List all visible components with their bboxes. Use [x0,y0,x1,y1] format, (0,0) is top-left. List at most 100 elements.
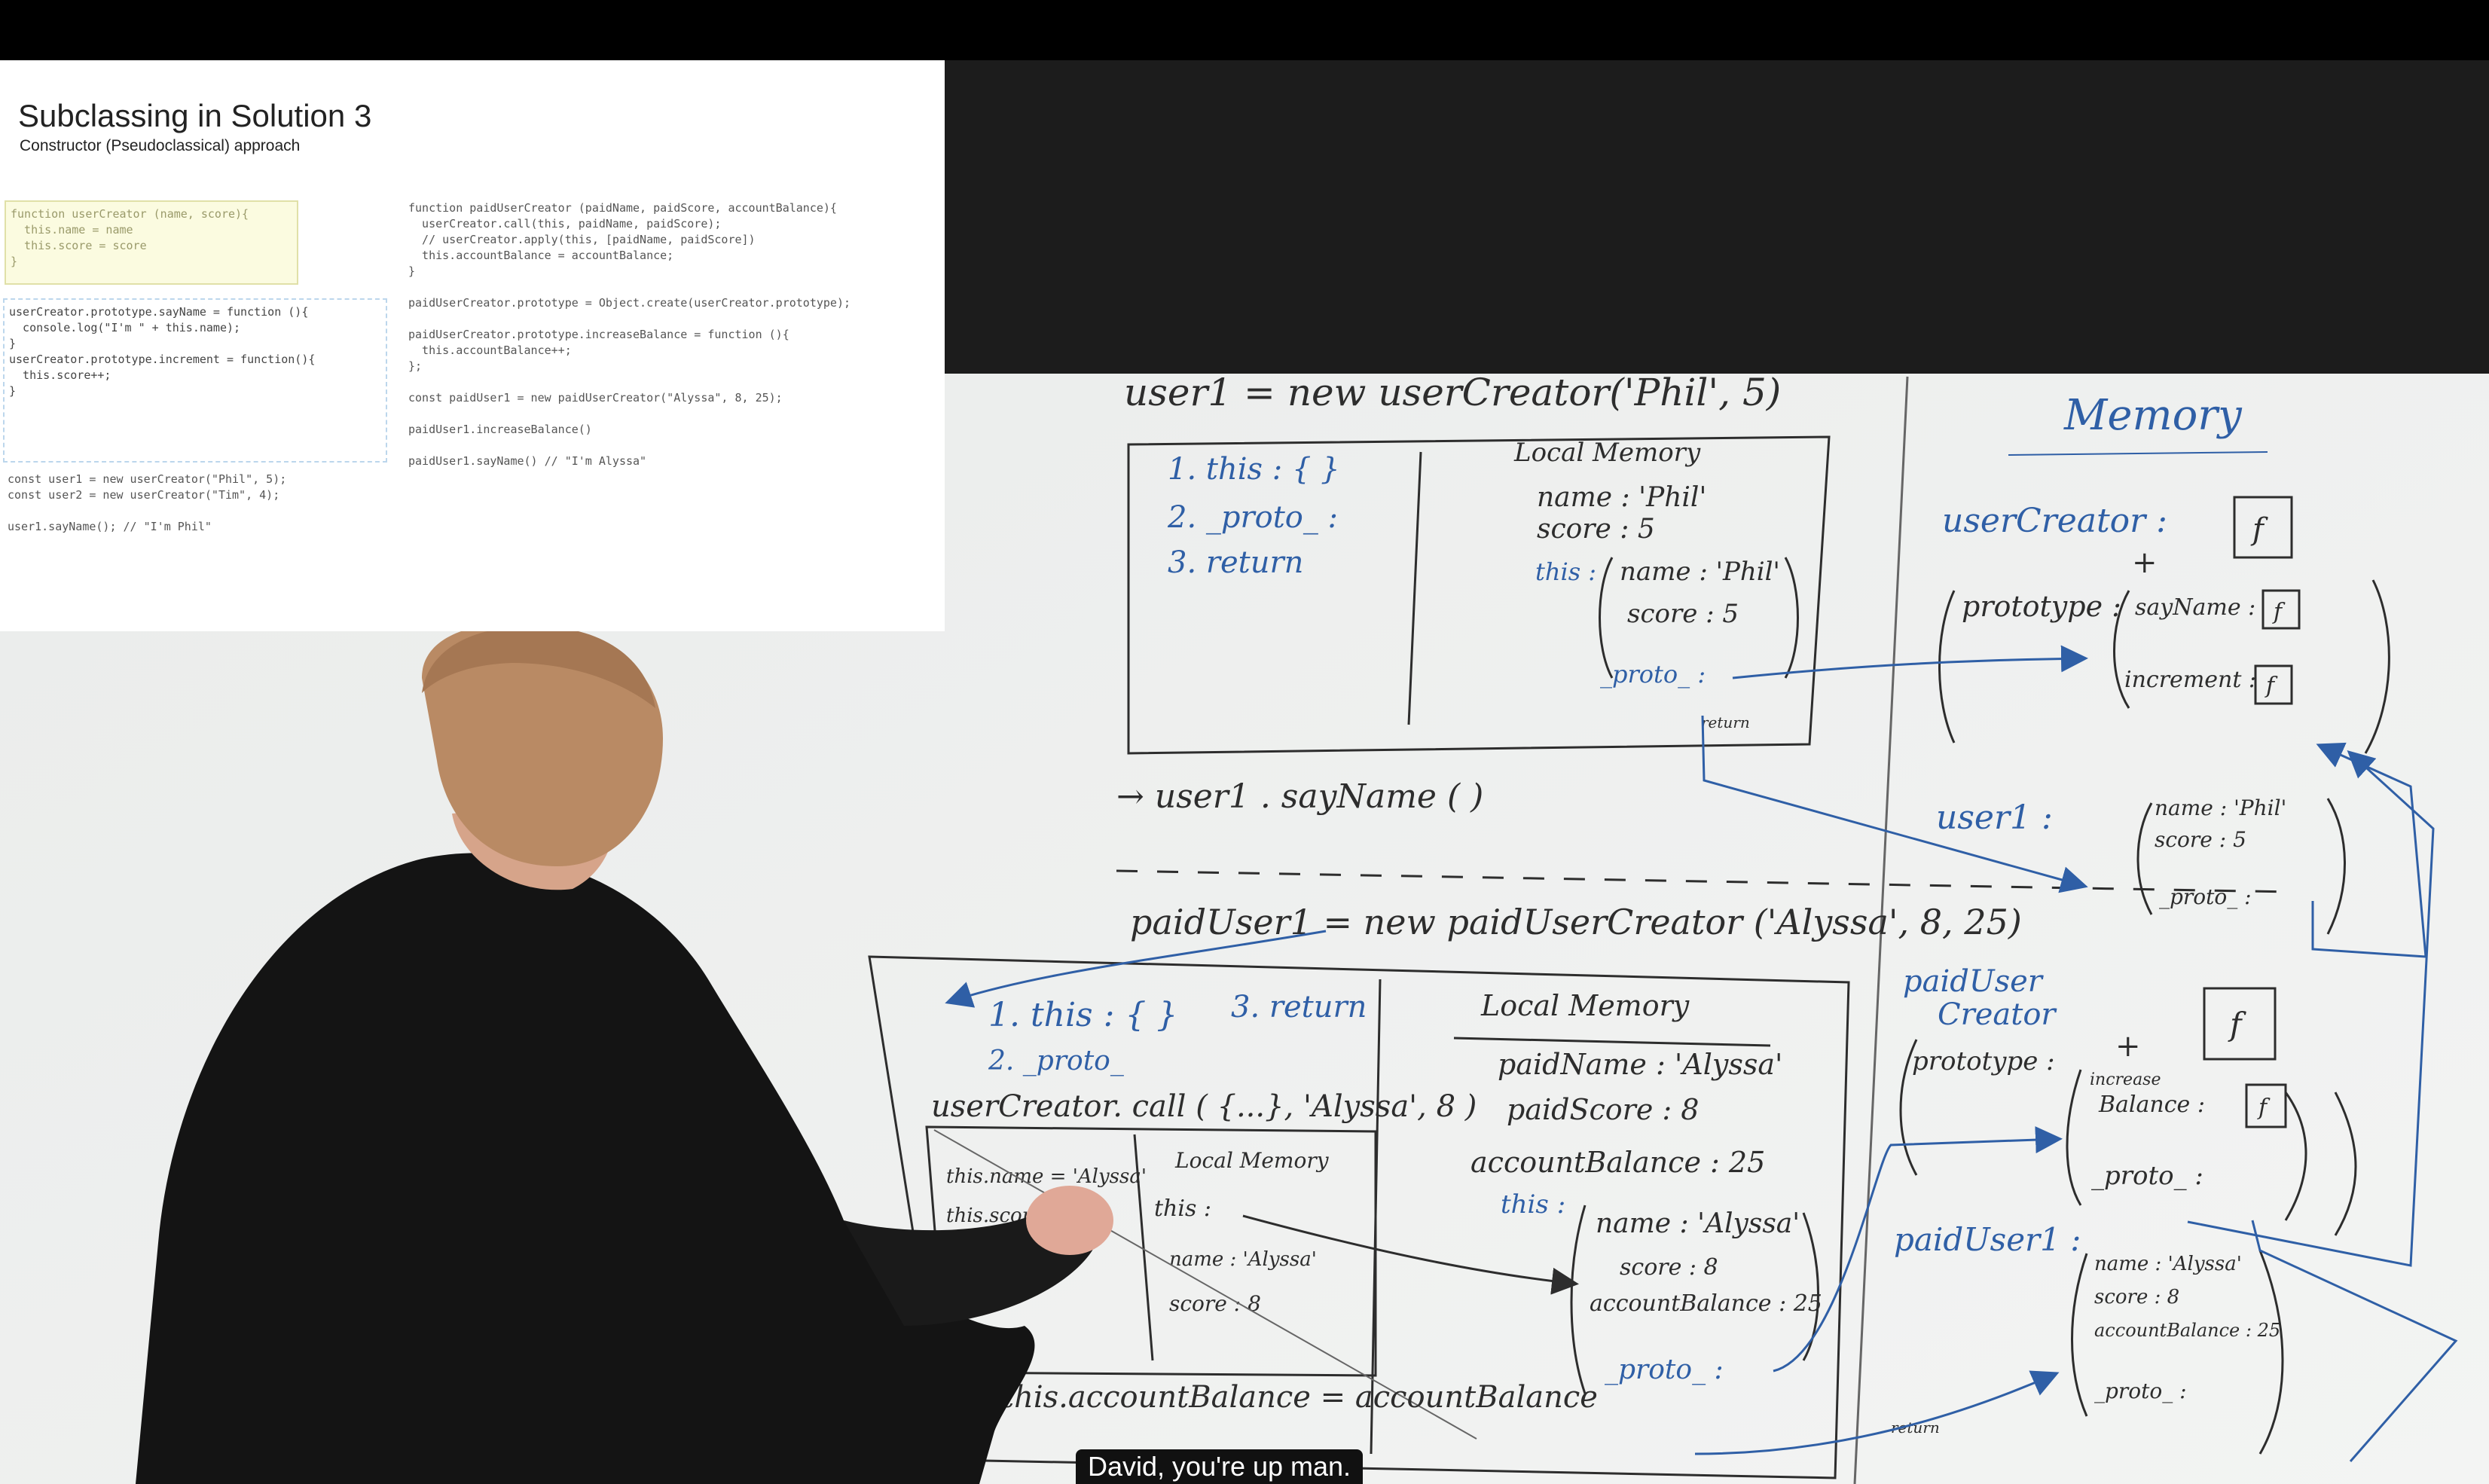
wb-mem-prototype-brace [2113,579,2390,754]
code-line: this.accountBalance = accountBalance; [408,249,674,262]
wb-p-bottom: this.accountBalance = accountBalance [1002,1380,1598,1415]
wb-lm1-this-proto: _proto_ : [1600,660,1706,689]
wb-mem-usercreator-fn-box [2233,496,2293,559]
wb-mem-usercreator: userCreator : [1942,502,2167,540]
presenter-head [422,623,663,866]
code-line: paidUser1.increaseBalance() [408,423,592,436]
wb-lm1-name: name : 'Phil' [1537,482,1706,513]
wb-p-this-score: score : 8 [1620,1254,1718,1281]
wb-mem-user1-proto: _proto_ : [2159,884,2252,909]
wb-lm1-score: score : 5 [1537,514,1655,545]
arrow-paid-proto-chain [2187,750,2435,1267]
wb-mem-user1-brace [2136,798,2346,935]
arrow-proto-to-prototype [1732,645,2088,679]
wb-mem-pu-brace [2071,1250,2284,1455]
subtitle-caption: David, you're up man. [1076,1449,1364,1484]
wb-inner-this: this : [1154,1195,1211,1222]
slide-subtitle: Constructor (Pseudoclassical) approach [20,137,301,154]
wb-mem-user1-score: score : 5 [2155,827,2246,852]
wb-lm1-this-name: name : 'Phil' [1620,557,1780,587]
wb-mem-paid-creator-1: paidUser [1903,964,2045,999]
exec-context-box-1 [1127,435,1831,755]
wb-mem-paiduser1: paidUser1 : [1894,1221,2081,1258]
wb-p-steps-2: 2. _proto_ [988,1046,1124,1076]
code-line: userCreator.prototype.increment = functi… [9,353,316,366]
code-line: console.log("I'm " + this.name); [9,321,241,334]
code-line: const user2 = new userCreator("Tim", 4); [8,488,280,502]
wb-lm1-this: this : [1535,557,1596,586]
code-line [408,438,851,453]
wb-mem-pu-proto: _proto_ : [2094,1379,2187,1403]
wb-p-paidname: paidName : 'Alyssa' [1498,1048,1782,1081]
wb-mem-increase-fn-box [2245,1083,2287,1128]
divider-line [1853,376,1909,1484]
wb-mem-increase-2: Balance : [2098,1092,2205,1118]
code-line [408,374,851,390]
arrow-p-proto [1773,1126,2063,1373]
wb-p-this-proto: _proto_ : [1605,1354,1724,1385]
wb-arrows [945,645,2458,1462]
wb-memory-title: Memory [2063,391,2243,440]
wb-p-this: this : [1501,1189,1565,1220]
wb-mem-increase-1: increase [2090,1070,2161,1089]
code-line: paidUser1.sayName() // "I'm Alyssa" [408,454,647,468]
code-line: } [9,384,17,398]
code-line: paidUserCreator.prototype = Object.creat… [408,296,851,310]
wb-line-new-user1: user1 = new userCreator('Phil', 5) [1124,371,1781,414]
wb-inner-name: name : 'Alyssa' [1169,1248,1317,1271]
wb-lm1-this-score: score : 5 [1627,599,1739,629]
wb-p-steps-1: 1. this : { } [988,996,1177,1034]
wb-lm1-this-brace [1599,557,1799,679]
code-line: function paidUserCreator (paidName, paid… [408,201,837,215]
code-block-instances: const user1 = new userCreator("Phil", 5)… [8,472,286,535]
wb-call-sayname: → user1 . sayName ( ) [1116,777,1483,816]
wb-mem-paid-proto: _proto_ : [2091,1161,2203,1191]
code-block-prototype: userCreator.prototype.sayName = function… [3,298,387,463]
code-block-subclass: function paidUserCreator (paidName, paid… [408,200,851,469]
wb-mem-outer-brace [1938,590,1956,744]
wb-mem-pu-balance: accountBalance : 25 [2094,1320,2280,1341]
slide-title: Subclassing in Solution 3 [18,98,372,133]
wb-mem-paid-brace [1899,1039,2357,1236]
wb-inner-local-memory: Local Memory [1174,1148,1330,1173]
wb-p-call: userCreator. call ( {...}, 'Alyssa', 8 ) [931,1089,1477,1124]
wb-inner-this-name: this.name = 'Alyssa' [946,1165,1147,1188]
wb-mem-plus-2: + [2115,1029,2141,1064]
wb-mem-prototype: prototype : [1962,590,2121,623]
wb-p-this-balance: accountBalance : 25 [1590,1290,1822,1317]
presenter [136,623,1113,1484]
code-line: } [9,337,17,350]
code-line: } [11,255,18,268]
wb-p-accountbalance: accountBalance : 25 [1470,1146,1765,1179]
code-line: this.accountBalance++; [408,344,572,357]
arrow-paid-return [1694,1370,2060,1455]
wb-dashed-separator [1116,869,2291,893]
slide-panel: Subclassing in Solution 3 Constructor (P… [0,60,945,631]
wb-p-this-name: name : 'Alyssa' [1596,1208,1800,1239]
code-line: }; [408,359,423,373]
wb-p-paidscore: paidScore : 8 [1507,1093,1699,1126]
wb-steps-2: 2. _proto_ : [1167,500,1338,535]
code-line: const paidUser1 = new paidUserCreator("A… [408,391,783,405]
code-line: user1.sayName(); // "I'm Phil" [8,520,212,533]
code-line: const user1 = new userCreator("Phil", 5)… [8,472,287,486]
wb-inner-score: score : 8 [1169,1291,1261,1316]
wb-inner-strike [933,1129,1477,1440]
code-line: function userCreator (name, score){ [11,207,249,221]
wb-memory-underline [2008,451,2268,456]
arrow-inner-this [1242,1214,1579,1295]
wb-steps-1: 1. this : { } [1168,452,1340,487]
wb-lm1-return: return [1701,713,1750,731]
arrow-p-this-new [945,930,1327,1008]
presenter-jacket [136,853,1035,1484]
code-line [408,311,851,327]
wb-p-this-brace [1570,1205,1819,1394]
arrow-return-to-user1 [1701,715,2088,893]
code-line: userCreator.call(this, paidName, paidSco… [408,217,722,231]
code-line: this.score++; [9,368,111,382]
wb-steps-3: 3. return [1168,545,1303,580]
wb-mem-paid-fn-box [2203,987,2277,1061]
wb-mem-user1-name: name : 'Phil' [2155,795,2286,820]
wb-mem-pu-name: name : 'Alyssa' [2094,1253,2242,1275]
code-line: // userCreator.apply(this, [paidName, pa… [408,233,756,246]
